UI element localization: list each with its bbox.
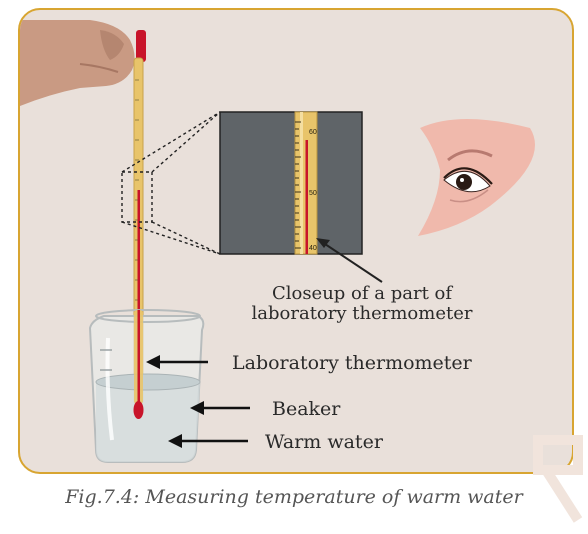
- closeup-panel: 60 50 40: [219, 111, 363, 255]
- water-arrow: [168, 434, 248, 448]
- watermark-graphic: [533, 435, 583, 523]
- figure-caption: Fig.7.4: Measuring temperature of warm w…: [65, 486, 523, 508]
- eye-icon: [418, 119, 535, 236]
- zoom-lines: [121, 111, 221, 255]
- scale-tick-50: 50: [309, 190, 317, 197]
- zoom-region: [121, 171, 153, 223]
- mercury-column: [137, 190, 140, 402]
- warm-water-label: Warm water: [265, 431, 383, 453]
- closeup-label-line2: laboratory thermometer: [251, 303, 473, 324]
- beaker-arrow: [190, 401, 250, 415]
- thermometer-label: Laboratory thermometer: [232, 352, 472, 374]
- closeup-arrow: [316, 238, 383, 283]
- closeup-label: Closeup of a part of laboratory thermome…: [232, 284, 492, 324]
- hand-icon: [20, 20, 135, 106]
- beaker: [88, 309, 205, 463]
- scale-tick-60: 60: [309, 129, 317, 136]
- thermometer-arrow: [146, 355, 208, 369]
- thermometer-cap: [136, 30, 146, 62]
- beaker-label: Beaker: [272, 398, 341, 420]
- figure-panel: 60 50 40: [18, 8, 574, 474]
- illustration: 60 50 40: [20, 20, 535, 463]
- scale-tick-40: 40: [309, 245, 317, 252]
- closeup-label-line1: Closeup of a part of: [271, 283, 453, 304]
